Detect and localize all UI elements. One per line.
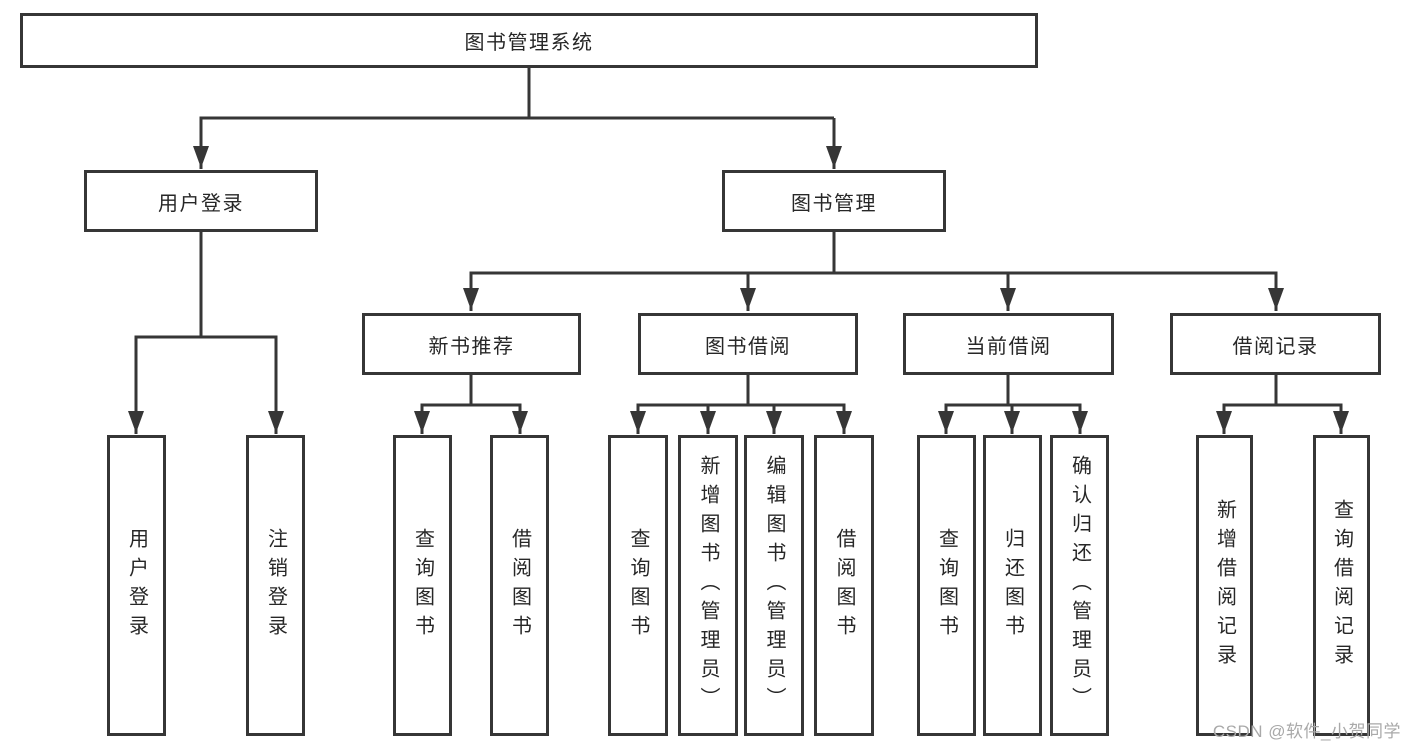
leaf-confirm-return-admin: 确认归还（管理员） [1050,435,1109,736]
node-current-borrow: 当前借阅 [903,313,1114,375]
node-new-book-recommend: 新书推荐 [362,313,581,375]
leaf-edit-book-admin: 编辑图书（管理员） [744,435,804,736]
leaf-logout: 注销登录 [246,435,305,736]
leaf-user-login: 用户登录 [107,435,166,736]
leaf-return-books: 归还图书 [983,435,1042,736]
node-user-login: 用户登录 [84,170,318,232]
leaf-query-books-current: 查询图书 [917,435,976,736]
node-book-management: 图书管理 [722,170,946,232]
leaf-add-borrow-record: 新增借阅记录 [1196,435,1253,736]
leaf-query-books-recommend: 查询图书 [393,435,452,736]
node-book-borrow: 图书借阅 [638,313,858,375]
leaf-add-book-admin: 新增图书（管理员） [678,435,738,736]
leaf-query-borrow-record: 查询借阅记录 [1313,435,1370,736]
watermark: CSDN @软件_小贺同学 [1212,722,1401,741]
leaf-borrow-books-recommend: 借阅图书 [490,435,549,736]
node-borrow-records: 借阅记录 [1170,313,1381,375]
node-library-system: 图书管理系统 [20,13,1038,68]
leaf-borrow-books: 借阅图书 [814,435,874,736]
leaf-query-books-borrow: 查询图书 [608,435,668,736]
